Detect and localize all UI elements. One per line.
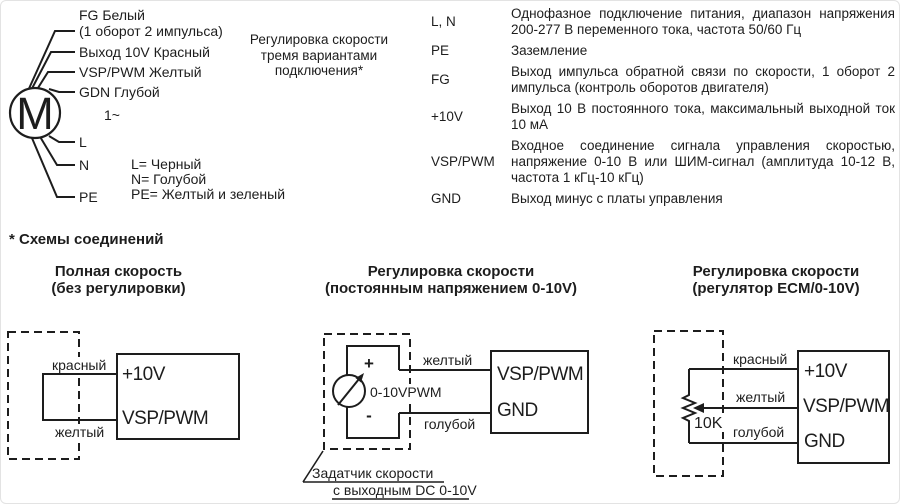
diagram3-wire-red-label: красный	[733, 351, 788, 367]
table-desc: Входное соединение сигнала управления ск…	[511, 138, 895, 185]
table-row: L, N Однофазное подключение питания, диа…	[431, 6, 895, 38]
wire-n	[38, 134, 75, 166]
table-term: GND	[431, 191, 461, 206]
table-row: +10V Выход 10 В постоянного тока, максим…	[431, 101, 895, 133]
diagram1-dashed-box	[7, 331, 80, 460]
wire-pe	[28, 130, 75, 198]
table-term: PE	[431, 43, 450, 58]
table-term: +10V	[431, 109, 463, 124]
wire-gnd	[48, 88, 75, 93]
diagram2-title: Регулировка скорости (постоянным напряже…	[286, 263, 616, 297]
diagram1-wire-red-label: красный	[50, 357, 109, 373]
diagram2-wire-blue-label: голубой	[424, 416, 476, 432]
table-desc: Выход импульса обратной связи по скорост…	[511, 64, 895, 95]
schemes-heading: * Схемы соединений	[9, 231, 164, 248]
legend-l: L= Черный	[131, 156, 202, 172]
diagram1-term-10v: +10V	[122, 364, 165, 385]
wire-fg	[26, 30, 75, 94]
table-row: FG Выход импульса обратной связи по скор…	[431, 64, 895, 96]
pin-label-fg: FG Белый	[79, 7, 145, 23]
table-term: VSP/PWM	[431, 154, 495, 169]
pin-description-table: L, N Однофазное подключение питания, диа…	[431, 6, 895, 212]
potentiometer-symbol	[680, 369, 698, 443]
diagram3-drawing	[653, 330, 890, 477]
speed-regulation-note: Регулировка скорости тремя вариантами по…	[249, 32, 389, 78]
table-row: VSP/PWM Входное соединение сигнала управ…	[431, 138, 895, 186]
diagram2-terminal-box	[490, 350, 589, 434]
motor-wires-drawing: M	[8, 30, 75, 198]
pin-label-10v: Выход 10V Красный	[79, 44, 210, 60]
source-arrow-line	[337, 378, 360, 406]
potentiometer-value-label: 10K	[692, 415, 725, 432]
diagram1-jumper-wire	[42, 373, 117, 421]
pin-label-gdn: GDN Глубой	[79, 84, 160, 100]
diagram2-title-line2: (постоянным напряжением 0-10V)	[324, 280, 578, 297]
table-term: L, N	[431, 14, 456, 29]
diagram3-wire-blue-label: голубой	[733, 424, 785, 440]
source-minus-sign: -	[366, 406, 372, 425]
diagram1-wire-yellow-label: желтый	[53, 424, 107, 440]
pin-label-vsp: VSP/PWM Желтый	[79, 64, 202, 80]
pin-label-l: L	[79, 134, 87, 150]
diagram3-title-line1: Регулировка скорости	[692, 263, 860, 280]
diagram2-title-line1: Регулировка скорости	[367, 263, 535, 280]
diagram1-title-line1: Полная скорость	[54, 263, 183, 280]
table-row: PE Заземление	[431, 43, 895, 59]
diagram1-title: Полная скорость (без регулировки)	[16, 263, 221, 297]
callout-leader-line	[302, 450, 324, 483]
diagram3-title: Регулировка скорости (регулятор ECM/0-10…	[646, 263, 899, 297]
diagram1-term-vsp: VSP/PWM	[122, 408, 209, 429]
diagram3-term-gnd: GND	[804, 431, 845, 452]
diagram3-dashed-box	[653, 330, 724, 477]
diagram1-title-line2: (без регулировки)	[51, 280, 186, 297]
source-plus-sign: +	[364, 354, 374, 373]
table-desc: Выход минус с платы управления	[511, 191, 723, 206]
diagram2-term-vsp: VSP/PWM	[497, 364, 584, 385]
table-desc: Выход 10 В постоянного тока, максимальны…	[511, 101, 895, 132]
diagram3-term-vsp: VSP/PWM	[803, 396, 890, 417]
phase-label: 1~	[104, 107, 120, 123]
table-term: FG	[431, 72, 450, 87]
motor-circle	[8, 86, 62, 140]
wiper-arrow-head	[693, 403, 704, 413]
table-desc: Заземление	[511, 43, 588, 58]
diagram2-drawing	[302, 333, 589, 500]
callout-line2: с выходным DC 0-10V	[333, 482, 477, 498]
diagram2-term-gnd: GND	[497, 400, 538, 421]
legend-pe: PE= Желтый и зеленый	[131, 186, 286, 202]
motor-letter: M	[16, 88, 54, 139]
source-range-label: 0-10VPWM	[368, 384, 444, 400]
diagram1-terminal-box	[116, 353, 240, 440]
legend-n: N= Голубой	[131, 171, 207, 187]
diagram3-title-line2: (регулятор ECM/0-10V)	[692, 280, 860, 297]
pin-label-fg-note: (1 оборот 2 импульса)	[79, 23, 223, 39]
source-arrow-head	[355, 373, 364, 383]
wire-10v	[25, 51, 75, 101]
diagram3-wire-yellow-label: желтый	[736, 389, 786, 405]
diagram3-ecm-control: красный желтый голубой 10K +10V VSP/PWM …	[646, 329, 896, 481]
table-desc: Однофазное подключение питания, диапазон…	[511, 6, 895, 37]
pin-label-n: N	[79, 157, 90, 173]
motor-pinout-diagram: M FG Белый (1 оборот 2 импульса) Выход 1…	[1, 1, 285, 219]
diagram3-term-10v: +10V	[804, 361, 847, 382]
pin-label-pe: PE	[79, 189, 98, 205]
diagram2-wire-yellow-label: желтый	[423, 352, 473, 368]
diagram2-voltage-control: + - 0-10VPWM желтый голубой VSP/PWM GND …	[296, 331, 601, 503]
diagram1-drawing	[7, 331, 240, 460]
diagram3-terminal-box	[797, 350, 890, 464]
table-row: GND Выход минус с платы управления	[431, 191, 895, 207]
callout-line1: Задатчик скорости	[312, 465, 434, 481]
wire-l	[48, 135, 75, 143]
diagram1-full-speed: красный желтый +10V VSP/PWM	[1, 326, 246, 466]
